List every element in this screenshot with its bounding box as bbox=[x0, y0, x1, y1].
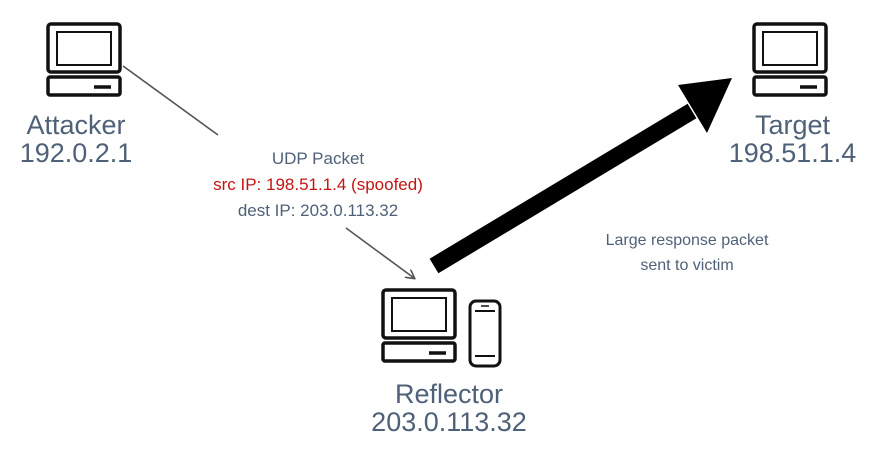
attacker-computer-icon bbox=[46, 22, 122, 97]
mobile-phone-icon bbox=[468, 299, 502, 368]
packet-src-ip: src IP: 198.51.1.4 (spoofed) bbox=[213, 175, 423, 194]
target-ip: 198.51.1.4 bbox=[728, 138, 857, 169]
reflector-computer-icon bbox=[381, 288, 457, 363]
udp-packet-caption: UDP Packet src IP: 198.51.1.4 (spoofed) … bbox=[168, 146, 468, 224]
target-name: Target bbox=[754, 110, 831, 140]
response-caption: Large response packet sent to victim bbox=[557, 228, 817, 278]
attacker-ip: 192.0.2.1 bbox=[19, 138, 133, 169]
response-arrow bbox=[429, 78, 732, 274]
attacker-name: Attacker bbox=[26, 110, 126, 140]
reflector-name: Reflector bbox=[394, 379, 504, 409]
attacker-connector-line bbox=[122, 65, 219, 136]
reflector-label: Reflector 203.0.113.32 bbox=[330, 380, 568, 437]
attacker-label: Attacker 192.0.2.1 bbox=[0, 111, 152, 168]
response-line-2: sent to victim bbox=[640, 257, 734, 274]
packet-dest-ip: dest IP: 203.0.113.32 bbox=[237, 201, 399, 220]
packet-to-reflector-arrow bbox=[345, 227, 414, 278]
packet-title: UDP Packet bbox=[271, 149, 365, 168]
target-computer-icon bbox=[752, 22, 828, 97]
response-line-1: Large response packet bbox=[605, 232, 769, 249]
target-label: Target 198.51.1.4 bbox=[700, 111, 885, 168]
reflector-ip: 203.0.113.32 bbox=[371, 407, 527, 438]
